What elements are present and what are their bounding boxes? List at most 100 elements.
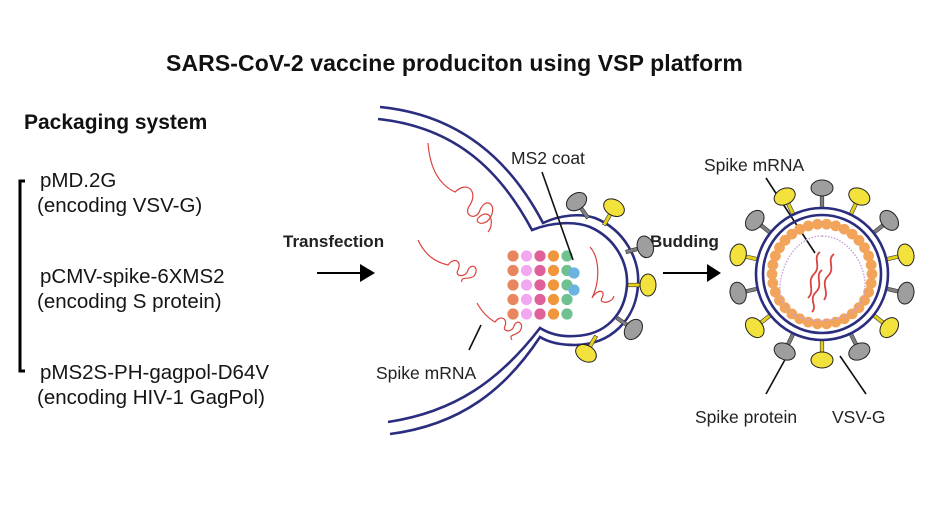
gag-protein-dot (547, 279, 560, 291)
spike-protein-icon (575, 334, 598, 363)
vsv-g-icon (744, 209, 772, 235)
genome-outline (779, 235, 866, 322)
gag-protein-dot (846, 228, 858, 240)
gag-protein-dot (865, 259, 877, 271)
gag-protein-dot (802, 220, 814, 232)
plasmid-encoding: (encoding VSV-G) (37, 194, 203, 217)
gag-protein-dot (520, 264, 533, 277)
vsv-g-icon (848, 332, 871, 361)
spike-mrna-cell-leader (468, 324, 482, 351)
spike-mrna-particle-label: Spike mRNA (704, 155, 805, 175)
vsv-g-label: VSV-G (832, 407, 886, 427)
vsv-g-icon (615, 316, 643, 341)
plasmid-pms2s-gagpol: pMS2S-PH-gagpol-D64V (encoding HIV-1 Gag… (37, 360, 270, 410)
gag-protein-dot (520, 293, 533, 306)
membrane-inner (377, 117, 629, 424)
mrna-strand (811, 269, 823, 313)
plasmid-pcmv-spike: pCMV-spike-6XMS2 (encoding S protein) (37, 264, 225, 314)
mrna-strand (417, 239, 477, 283)
gag-protein-dot (507, 308, 519, 320)
gag-protein-dot (821, 318, 833, 330)
plasmid-bracket (18, 179, 25, 373)
gag-protein-dot (520, 308, 533, 320)
gag-protein-dot (534, 308, 546, 320)
gag-protein-dot (853, 302, 865, 314)
gag-protein-dot (547, 264, 560, 277)
gag-protein-dot (520, 279, 533, 291)
mrna-strand (823, 253, 835, 301)
gag-protein-dot (838, 313, 850, 325)
gag-protein-dot (859, 242, 870, 254)
ms2-coat-leader (541, 171, 574, 261)
gag-protein-dot (786, 228, 798, 240)
cell-mrna-group (417, 142, 615, 341)
gag-protein-dot (520, 250, 533, 262)
plasmid-encoding: (encoding S protein) (37, 290, 222, 313)
mrna-strand (807, 251, 821, 299)
gag-protein-dot (547, 293, 560, 306)
gag-protein-dot (769, 250, 781, 262)
gag-protein-dot (774, 242, 785, 254)
vlp-mrna-group (807, 251, 835, 313)
gag-protein-dot (534, 293, 546, 306)
gag-protein-dot (863, 286, 875, 298)
spike-mrna-cell-label: Spike mRNA (376, 363, 477, 383)
gag-protein-dot (534, 279, 546, 291)
gag-protein-dot (866, 268, 878, 280)
mrna-strand (476, 302, 523, 341)
ms2-coat-label: MS2 coat (511, 148, 585, 168)
gag-protein-dot (863, 250, 875, 262)
gag-protein-dot (507, 293, 519, 306)
spike-protein-icon (602, 198, 625, 227)
gag-protein-dot (846, 308, 858, 320)
plasmid-name: pMS2S-PH-gagpol-D64V (40, 361, 270, 384)
spike-protein-leader (765, 355, 788, 395)
gag-protein-dot (779, 234, 791, 246)
gag-protein-dot (507, 250, 519, 262)
plasmid-encoding: (encoding HIV-1 GagPol) (37, 386, 265, 409)
spike-protein-icon (810, 339, 834, 369)
vlp-membrane-outer (754, 206, 890, 342)
ms2-coat-proteins (568, 267, 580, 296)
gag-protein-dot (769, 286, 781, 298)
mrna-strand (589, 246, 615, 303)
vsv-g-icon (810, 179, 834, 209)
spike-protein-label: Spike protein (695, 407, 798, 427)
gag-protein-grid (507, 250, 573, 320)
gag-protein-dot (811, 318, 823, 330)
vsv-g-icon (565, 192, 590, 220)
bud-surface-proteins (565, 192, 657, 363)
vlp-surface-proteins (729, 179, 915, 369)
gag-protein-dot (865, 277, 877, 289)
gag-protein-dot (507, 264, 519, 277)
vsv-g-leader (839, 355, 867, 395)
spike-protein-icon (744, 313, 772, 339)
gag-protein-dot (767, 259, 779, 271)
gag-protein-dot (534, 264, 546, 277)
transfection-arrow (317, 264, 375, 282)
vsv-g-icon (885, 281, 915, 305)
spike-protein-icon (729, 243, 759, 267)
packaging-system-heading: Packaging system (24, 111, 208, 134)
gag-protein-dot (766, 268, 778, 280)
transfection-label: Transfection (283, 232, 385, 251)
gag-protein-dot (838, 223, 850, 235)
virus-like-particle (729, 179, 915, 369)
mrna-strand (427, 142, 494, 233)
gag-protein-dot (561, 293, 573, 306)
plasmid-pmd2g: pMD.2G (encoding VSV-G) (37, 168, 203, 218)
gag-protein-dot (507, 279, 519, 291)
figure-title: SARS-CoV-2 vaccine produciton using VSP … (166, 50, 743, 76)
gag-protein-dot (811, 218, 823, 230)
plasmid-name: pMD.2G (40, 169, 117, 192)
gag-protein-dot (774, 294, 785, 306)
gag-protein-dot (821, 218, 833, 230)
budding-label: Budding (650, 232, 719, 251)
ms2-coat-dot (568, 284, 580, 296)
gag-protein-dot (534, 250, 546, 262)
gag-protein-dot (853, 234, 865, 246)
plasmid-name: pCMV-spike-6XMS2 (40, 265, 225, 288)
spike-protein-icon (773, 187, 796, 216)
gag-protein-dot (547, 250, 560, 262)
gag-protein-dot (561, 308, 573, 320)
